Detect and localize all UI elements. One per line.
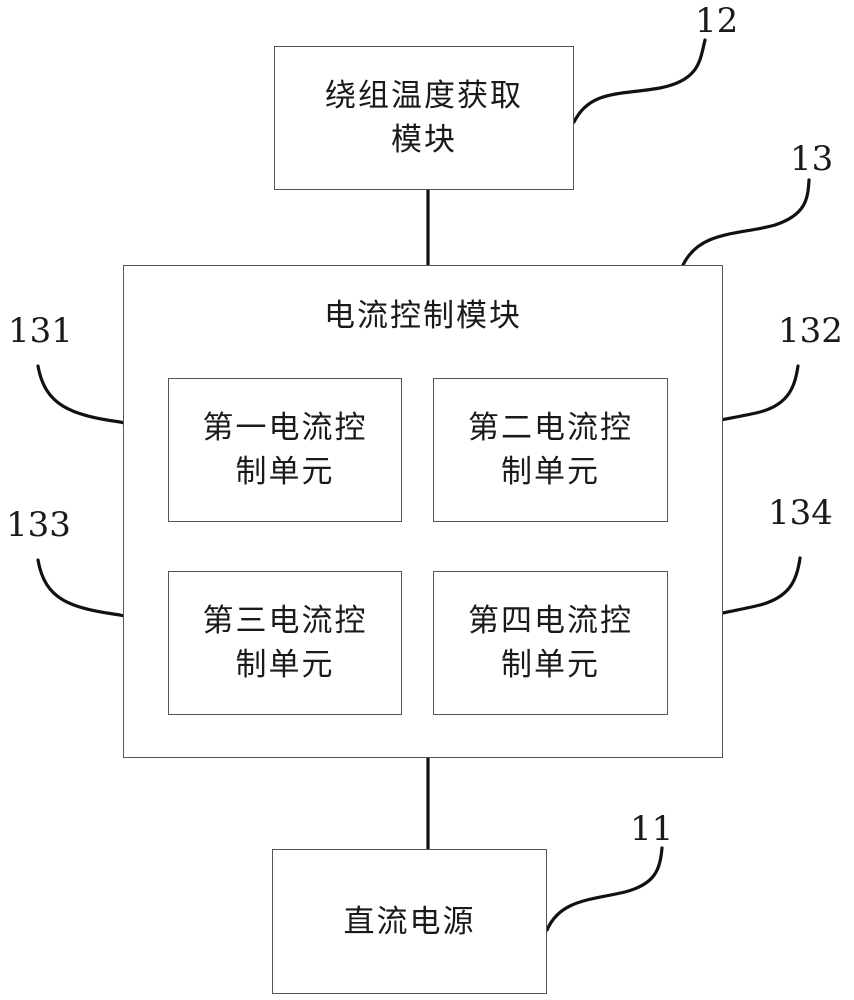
leader-line-13 — [681, 178, 811, 267]
label-line-2: 制单元 — [235, 454, 335, 490]
label-line-1: 直流电源 — [343, 903, 476, 940]
module-label: 直流电源 — [344, 900, 476, 944]
ref-number-12: 12 — [695, 1, 739, 41]
fourth-current-control-unit: 第四电流控 制单元 — [433, 571, 668, 715]
leader-line-12 — [572, 38, 707, 124]
label-line-1: 绕组温度获取 — [325, 78, 523, 114]
label-line-2: 制单元 — [501, 454, 600, 490]
ref-number-134: 134 — [768, 493, 833, 533]
second-current-control-unit: 第二电流控 制单元 — [433, 378, 668, 522]
third-current-control-unit: 第三电流控 制单元 — [168, 571, 402, 715]
winding-temperature-module: 绕组温度获取 模块 — [274, 46, 574, 190]
unit-label: 第三电流控 制单元 — [203, 599, 368, 687]
label-line-2: 模块 — [391, 122, 457, 158]
ref-number-133: 133 — [6, 505, 71, 545]
leader-line-11 — [545, 846, 664, 932]
unit-label: 第一电流控 制单元 — [203, 406, 368, 494]
ref-number-11: 11 — [630, 809, 674, 849]
dc-power-supply: 直流电源 — [272, 849, 547, 994]
unit-label: 第二电流控 制单元 — [468, 406, 633, 494]
label-line-2: 制单元 — [235, 647, 335, 683]
unit-label: 第四电流控 制单元 — [468, 599, 633, 687]
module-label: 绕组温度获取 模块 — [325, 74, 523, 162]
ref-number-132: 132 — [778, 311, 843, 351]
first-current-control-unit: 第一电流控 制单元 — [168, 378, 402, 522]
label-line-1: 第三电流控 — [202, 603, 368, 639]
ref-number-131: 131 — [8, 311, 73, 351]
label-line-1: 第一电流控 — [202, 410, 368, 446]
ref-number-13: 13 — [790, 139, 834, 179]
label-line-1: 第二电流控 — [468, 410, 633, 446]
label-line-2: 制单元 — [501, 647, 600, 683]
current-control-module-title: 电流控制模块 — [324, 298, 522, 334]
label-line-1: 第四电流控 — [468, 603, 633, 639]
